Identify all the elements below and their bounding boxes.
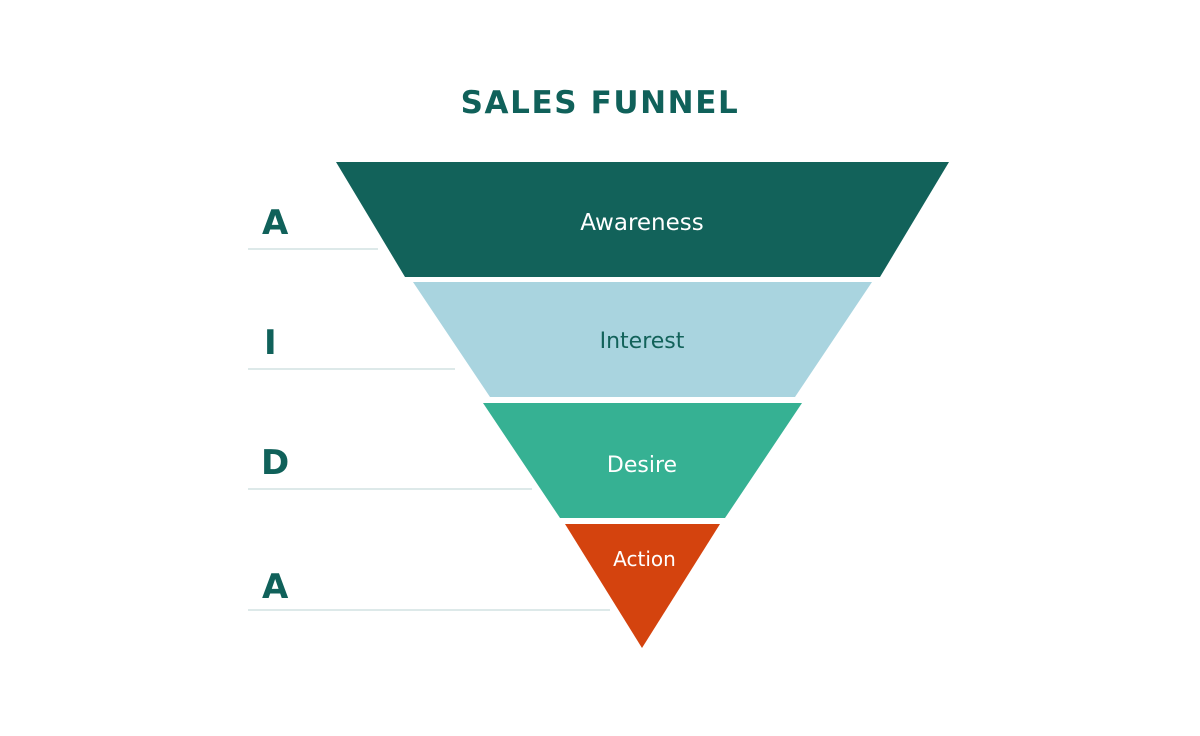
aida-rule-action: [248, 609, 610, 611]
aida-letter-action: A: [262, 567, 289, 607]
page-title: SALES FUNNEL: [460, 85, 740, 121]
funnel-segment-awareness[interactable]: [336, 162, 949, 277]
funnel-label-desire: Desire: [606, 453, 678, 478]
funnel-segment-interest[interactable]: [413, 282, 872, 397]
aida-rule-interest: [248, 368, 455, 370]
aida-rule-awareness: [248, 248, 378, 250]
funnel-segment-desire[interactable]: [483, 403, 802, 518]
aida-letter-interest: I: [264, 323, 278, 363]
funnel-segment-action[interactable]: [565, 524, 720, 648]
funnel-label-action: Action: [613, 547, 676, 571]
funnel-label-awareness: Awareness: [580, 210, 704, 236]
aida-letter-awareness: A: [262, 203, 289, 243]
aida-letter-desire: D: [261, 443, 290, 483]
aida-rule-desire: [248, 488, 532, 490]
funnel-label-interest: Interest: [599, 329, 685, 354]
